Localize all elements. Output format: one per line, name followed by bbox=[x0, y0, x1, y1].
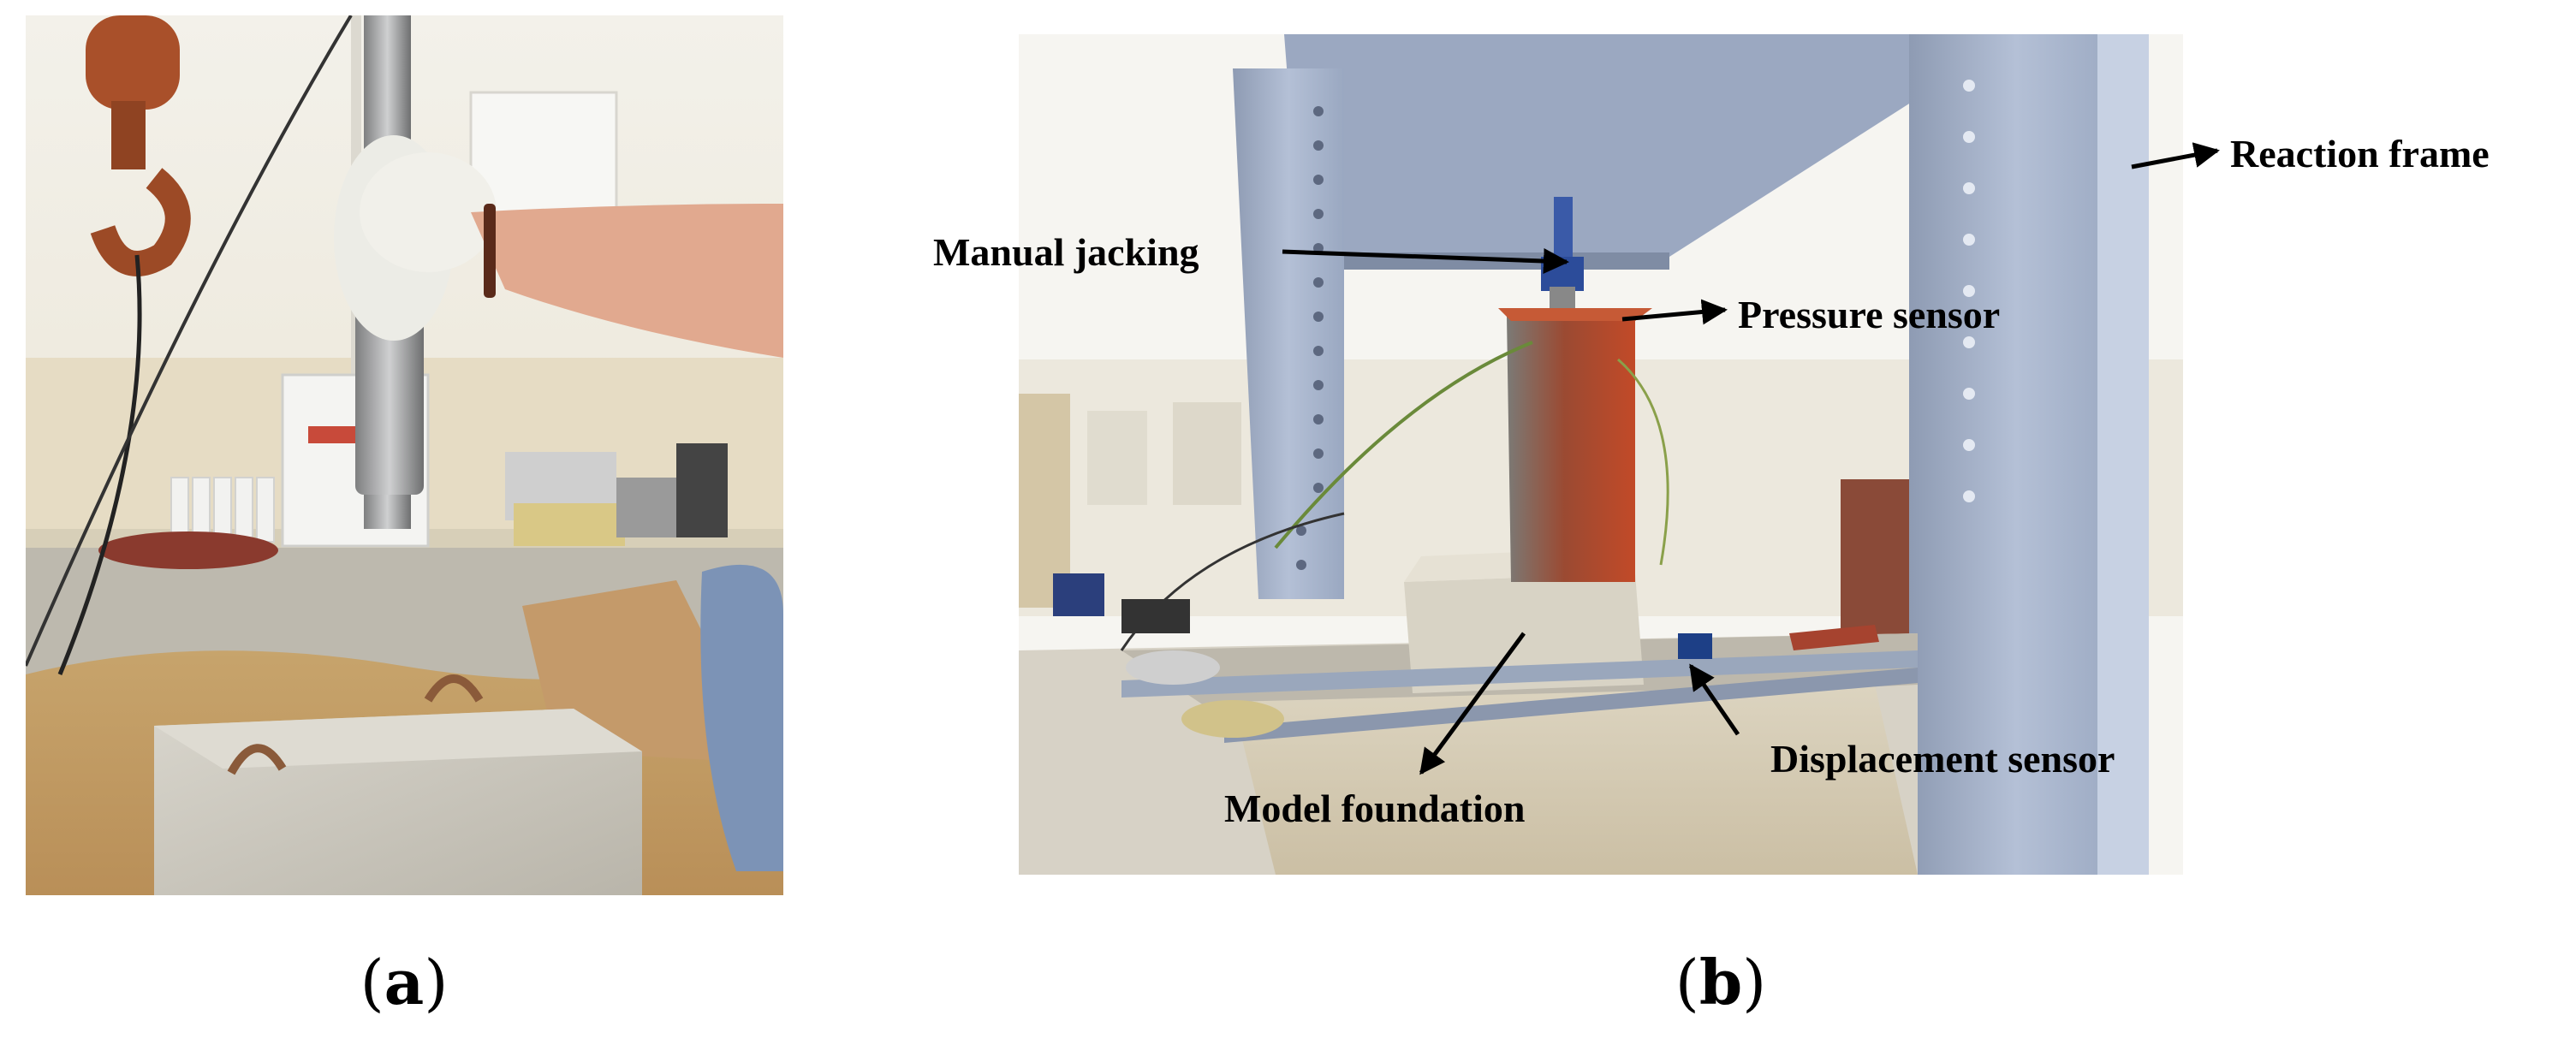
caption-b-close: ) bbox=[1742, 947, 1767, 1018]
label-pressure-sensor: Pressure sensor bbox=[1738, 293, 2001, 336]
caption-a-letter: a bbox=[384, 946, 425, 1018]
photo-panel-a bbox=[26, 15, 783, 895]
photo-a-illustration bbox=[26, 15, 783, 895]
label-displacement-sensor: Displacement sensor bbox=[1770, 737, 2115, 781]
caption-b-open: ( bbox=[1675, 947, 1699, 1018]
label-reaction-frame: Reaction frame bbox=[2230, 132, 2490, 175]
label-model-foundation: Model foundation bbox=[1224, 787, 1526, 830]
caption-a: (a) bbox=[360, 946, 449, 1018]
caption-b: (b) bbox=[1675, 946, 1767, 1018]
caption-b-letter: b bbox=[1698, 946, 1743, 1018]
caption-a-open: ( bbox=[360, 947, 384, 1018]
label-manual-jacking: Manual jacking bbox=[933, 230, 1199, 274]
caption-a-close: ) bbox=[424, 947, 449, 1018]
